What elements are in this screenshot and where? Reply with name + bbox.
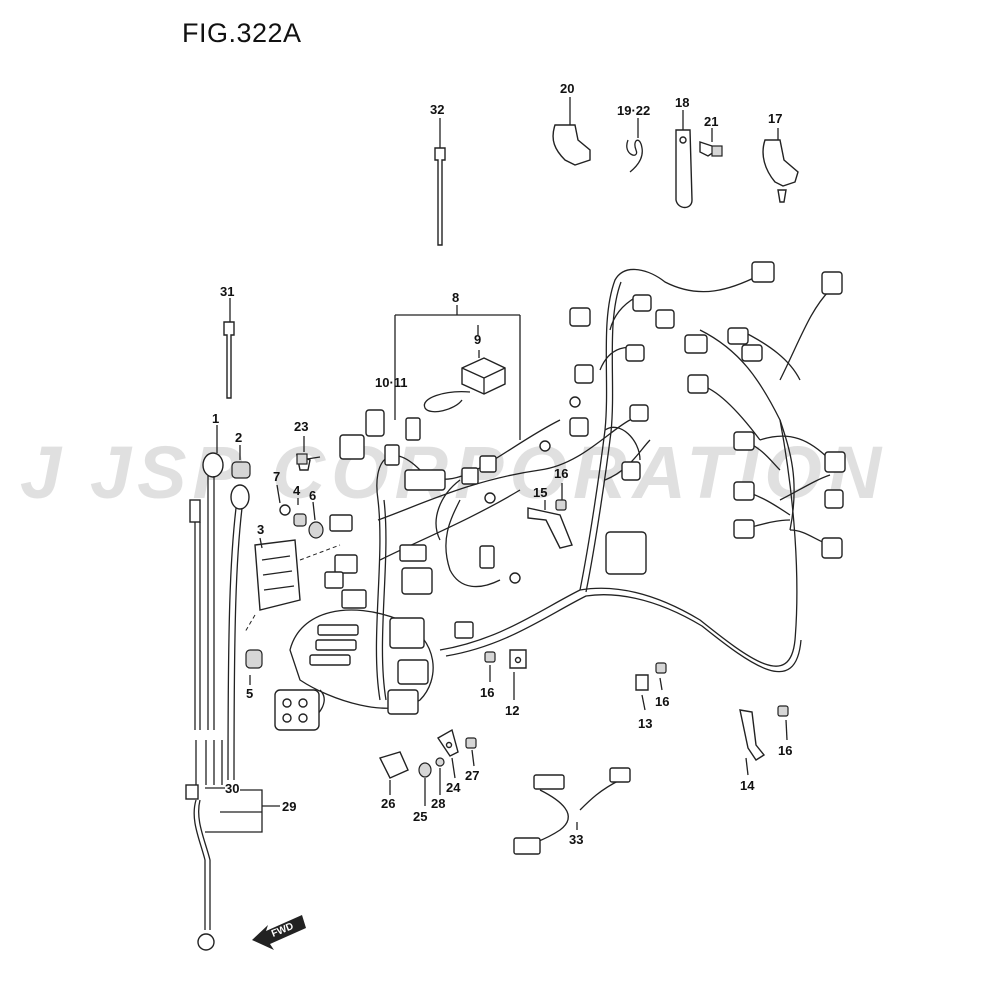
callout-6: 6 xyxy=(309,488,316,503)
watermark-logo: J JSP CORPORATION xyxy=(20,431,881,514)
clamp-17 xyxy=(762,139,799,203)
bolt-16-b xyxy=(655,662,667,674)
callout-3: 3 xyxy=(257,522,264,537)
callout-21: 21 xyxy=(704,114,718,129)
callout-24: 24 xyxy=(446,780,461,795)
figure-title: FIG.322A xyxy=(182,18,302,48)
callout-16-d: 16 xyxy=(778,743,792,758)
callout-20: 20 xyxy=(560,81,574,96)
callout-16-c: 16 xyxy=(655,694,669,709)
callout-15: 15 xyxy=(533,485,547,500)
callout-13: 13 xyxy=(638,716,652,731)
callout-26: 26 xyxy=(381,796,395,811)
callout-30: 30 xyxy=(225,781,239,796)
bracket-15 xyxy=(527,507,573,549)
callout-1: 1 xyxy=(212,411,219,426)
callout-32: 32 xyxy=(430,102,444,117)
bolt-16-d xyxy=(555,499,567,511)
washer-28 xyxy=(435,757,445,767)
callout-27: 27 xyxy=(465,768,479,783)
fwd-arrow-icon: FWD xyxy=(252,915,306,950)
callout-31: 31 xyxy=(220,284,234,299)
callout-29: 29 xyxy=(282,799,296,814)
callout-7: 7 xyxy=(273,469,280,484)
bracket-13 xyxy=(635,674,649,691)
callout-5: 5 xyxy=(246,686,253,701)
boot-26 xyxy=(379,751,409,779)
bolt-21 xyxy=(699,141,723,157)
callout-labels: 1 2 3 4 5 6 7 8 9 10·11 12 13 14 15 16 1… xyxy=(212,81,792,847)
callout-25: 25 xyxy=(413,809,427,824)
callout-2: 2 xyxy=(235,430,242,445)
relay-part-9 xyxy=(423,357,506,413)
callout-23: 23 xyxy=(294,419,308,434)
callout-14: 14 xyxy=(740,778,755,793)
cable-tie-32 xyxy=(434,147,446,246)
sub-harness-33 xyxy=(513,767,631,855)
bracket-18 xyxy=(675,129,693,209)
callout-18: 18 xyxy=(675,95,689,110)
ground-cables xyxy=(185,452,250,951)
callout-17: 17 xyxy=(768,111,782,126)
callout-16-a: 16 xyxy=(554,466,568,481)
svg-text:J: J xyxy=(20,431,67,514)
leader-lines xyxy=(205,97,788,833)
plug-connector xyxy=(274,689,320,731)
callout-28: 28 xyxy=(431,796,445,811)
bracket-14 xyxy=(739,709,766,761)
callout-33: 33 xyxy=(569,832,583,847)
cap-25 xyxy=(418,762,432,778)
bolt-23 xyxy=(296,453,321,465)
bracket-3 xyxy=(244,539,341,633)
bracket-24 xyxy=(437,728,459,757)
callout-8: 8 xyxy=(452,290,459,305)
callout-4: 4 xyxy=(293,483,301,498)
callout-9: 9 xyxy=(474,332,481,347)
bracket-12 xyxy=(509,649,527,669)
bolt-16-a xyxy=(484,651,496,663)
callout-12: 12 xyxy=(505,703,519,718)
cable-tie-31 xyxy=(223,321,235,399)
clip-19-22 xyxy=(626,139,643,173)
callout-19-22: 19·22 xyxy=(617,103,650,118)
harness-connectors xyxy=(309,261,846,715)
bolt-27 xyxy=(465,737,477,749)
callout-10-11: 10·11 xyxy=(375,375,408,390)
clamp-20 xyxy=(552,124,591,166)
bolt-16-c xyxy=(777,705,789,717)
callout-16-b: 16 xyxy=(480,685,494,700)
